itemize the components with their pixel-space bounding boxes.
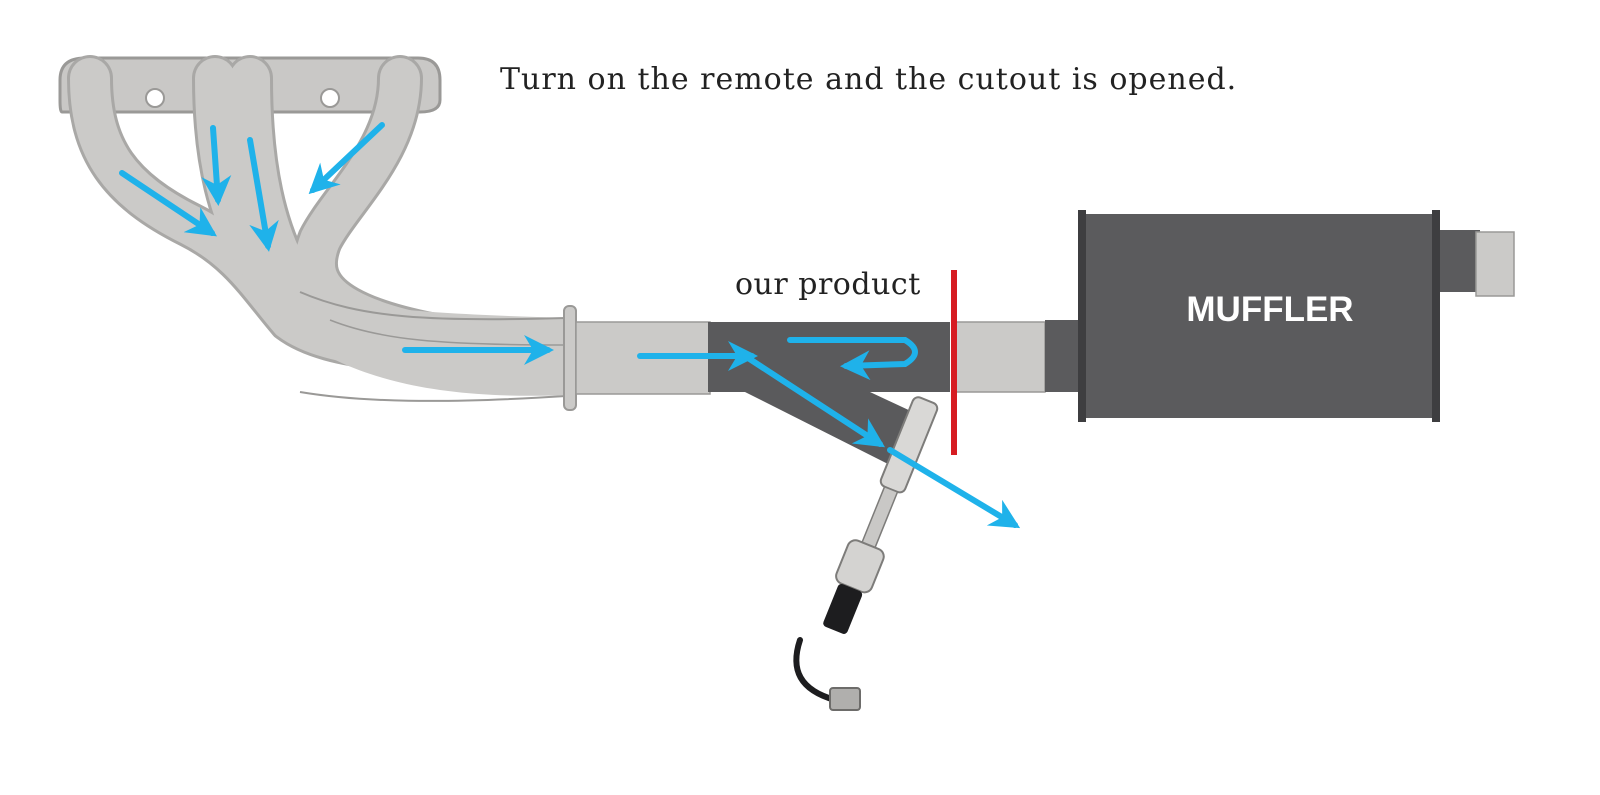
flow-arrow <box>247 137 279 252</box>
flow-arrow <box>742 353 886 448</box>
diagram-caption: Turn on the remote and the cutout is ope… <box>500 62 1238 97</box>
our-product-label: our product <box>735 267 921 302</box>
flow-arrow <box>119 170 217 237</box>
tailpipe-neck <box>1440 230 1480 292</box>
muffler <box>1078 210 1515 422</box>
cutout-y-pipe <box>708 322 950 711</box>
wire-connector <box>829 687 861 711</box>
flow-arrow <box>887 447 1021 529</box>
tailpipe <box>1475 231 1515 297</box>
flow-arrow <box>308 122 385 195</box>
outlet-pipe <box>954 321 1046 393</box>
actuator-wire <box>793 637 838 703</box>
actuator-cable-boot <box>823 583 863 634</box>
collector-flange <box>563 305 577 411</box>
flange-bolt-hole <box>320 88 340 108</box>
flow-arrow <box>787 337 918 381</box>
actuator-shaft <box>861 485 899 549</box>
flow-arrow <box>201 125 232 206</box>
exhaust-flow-arrows <box>119 122 1021 529</box>
flange-bolt-hole <box>145 88 165 108</box>
muffler-label: MUFFLER <box>1186 290 1354 329</box>
